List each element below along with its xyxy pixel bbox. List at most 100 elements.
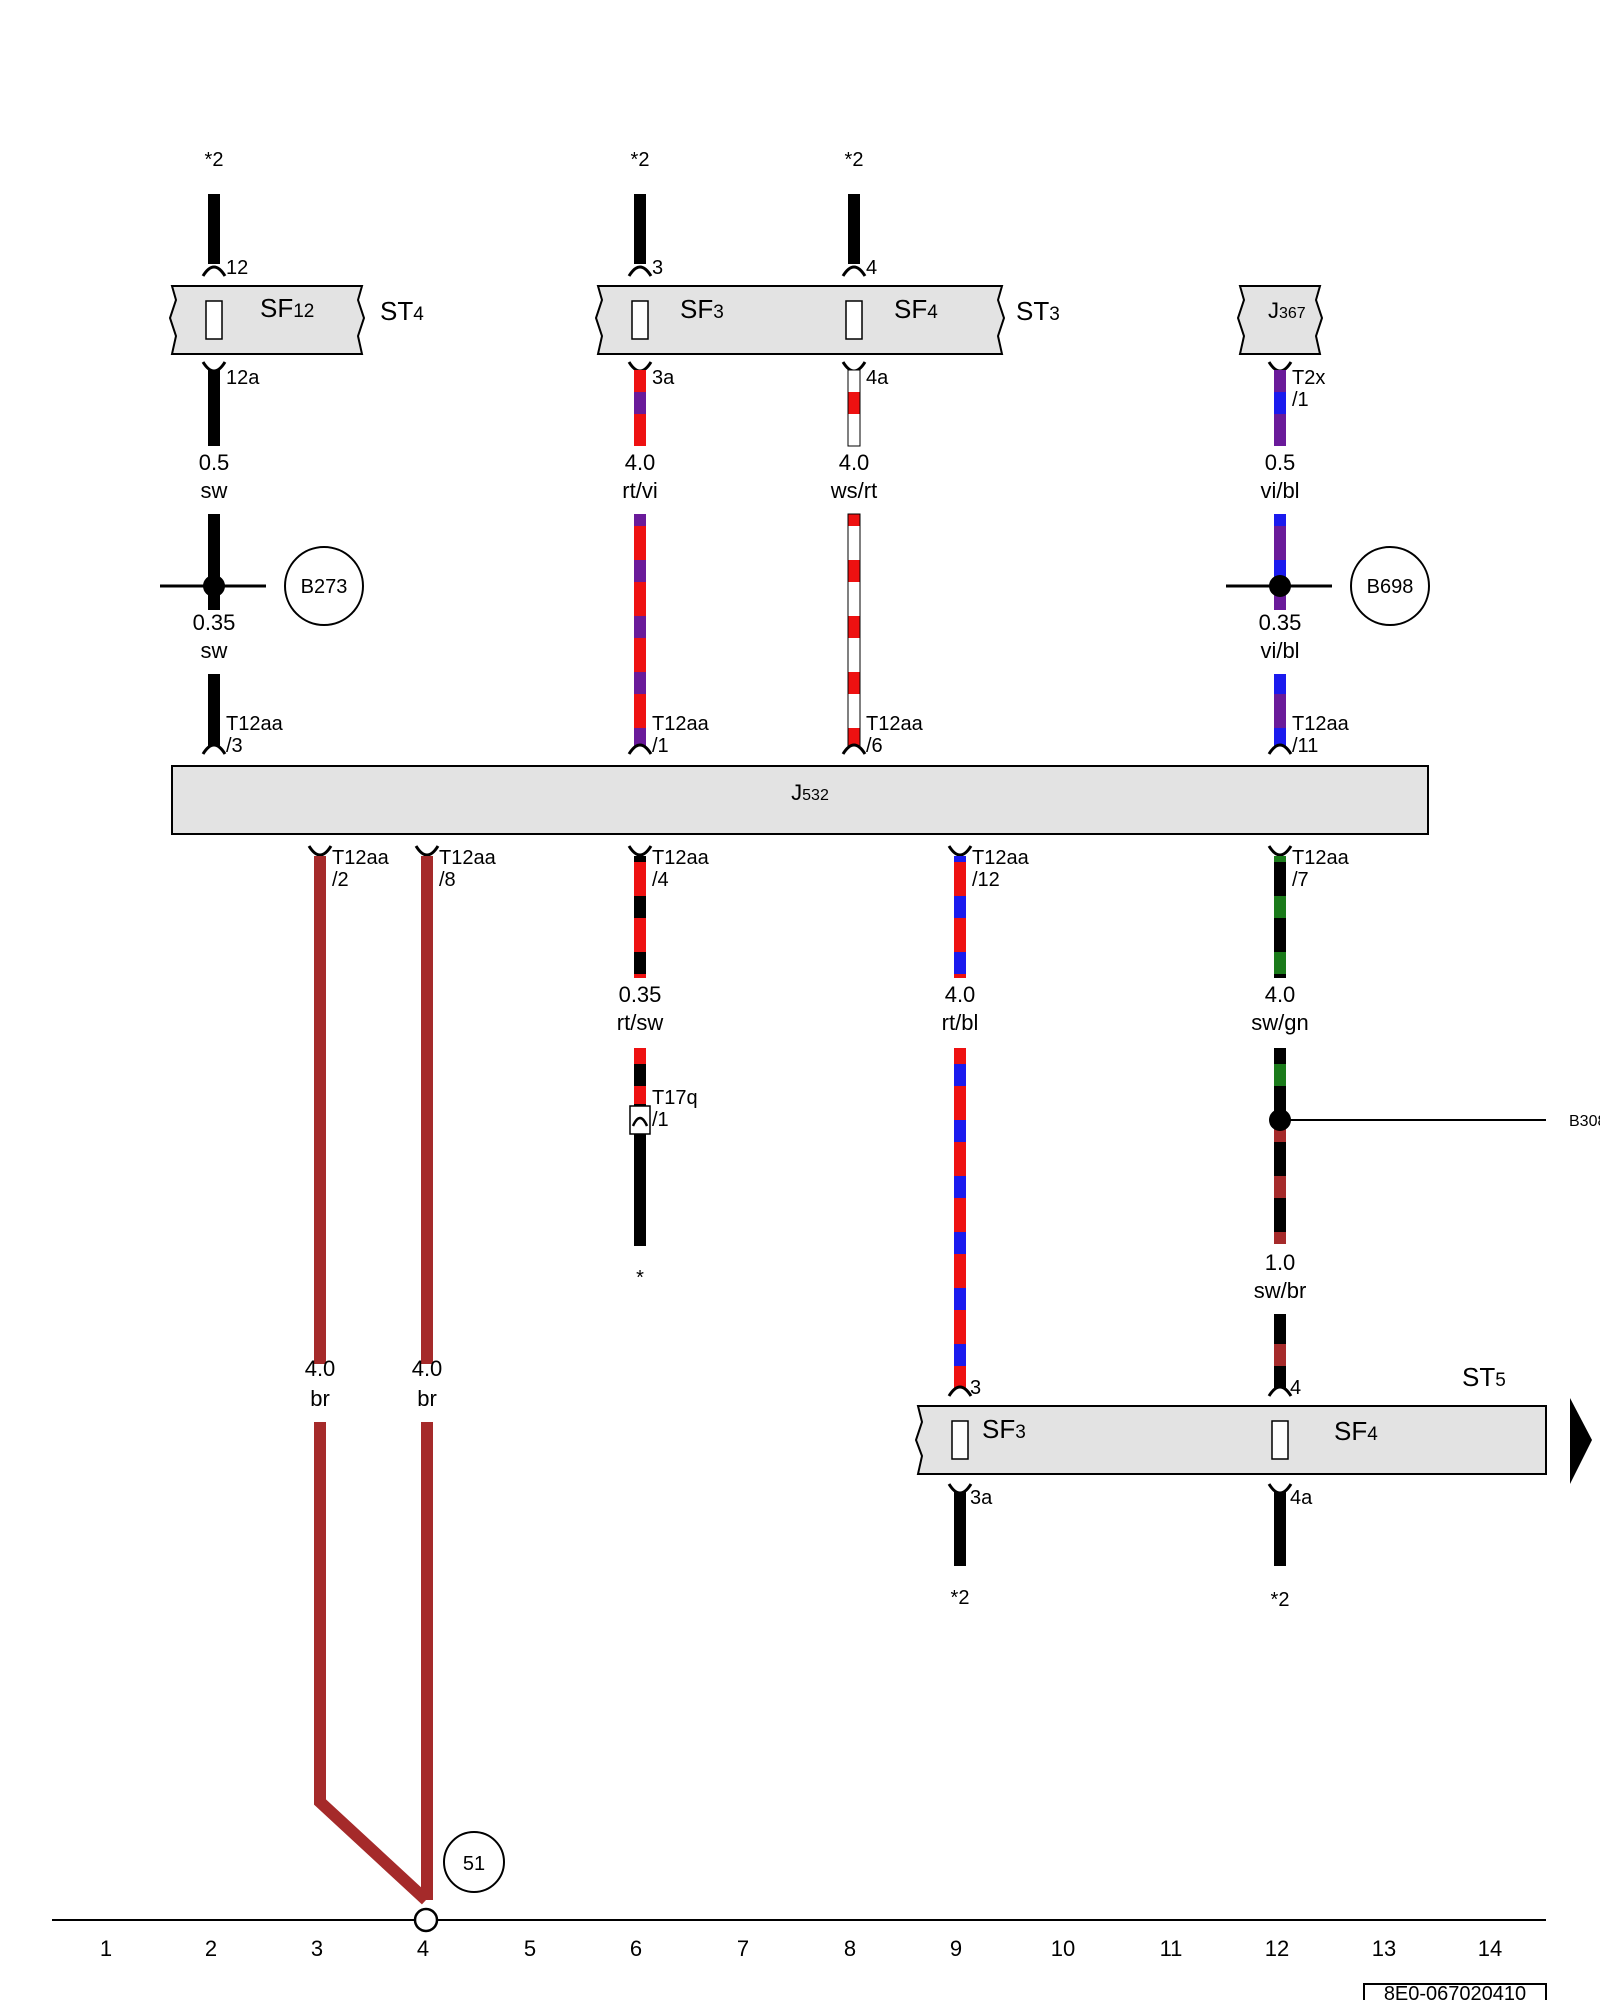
wire-w4-size: 0.5 bbox=[1265, 450, 1296, 475]
wire-w2-color: rt/vi bbox=[622, 478, 657, 503]
wire-o5-size: 4.0 bbox=[1265, 982, 1296, 1007]
wire-w3-size: 4.0 bbox=[839, 450, 870, 475]
fuse-sf3-symbol bbox=[631, 300, 649, 340]
wire-w1-seg1 bbox=[208, 370, 220, 446]
wire-o2-size: 4.0 bbox=[412, 1356, 443, 1381]
wire-o2-color: br bbox=[417, 1386, 437, 1411]
fuse-st5-sf3-label: SF3 bbox=[982, 1414, 1026, 1444]
wire-w1b-color: sw bbox=[201, 638, 228, 663]
wire-w4-seg1 bbox=[1274, 370, 1286, 446]
doc-code: 8E0-067020410 bbox=[1384, 1983, 1526, 2000]
pin-j-in-1: T12aa bbox=[226, 713, 284, 735]
grid-number: 4 bbox=[417, 1936, 429, 1961]
splice-b273-circle bbox=[284, 546, 364, 626]
wire-feed-w1 bbox=[208, 194, 220, 264]
wire-w3-seg1 bbox=[847, 369, 861, 447]
st4-label: ST4 bbox=[380, 296, 424, 326]
wire-o3-seg2 bbox=[634, 1048, 646, 1104]
wire-o1-color: br bbox=[310, 1386, 330, 1411]
ground-junction bbox=[413, 1907, 439, 1933]
pin-j-out-4-pin: /12 bbox=[972, 869, 1000, 891]
pin-j-out-3-pin: /4 bbox=[652, 869, 669, 891]
grid-numbers: 1 2 3 4 5 6 7 8 9 10 11 12 13 14 bbox=[100, 1936, 1502, 1961]
grid-number: 5 bbox=[524, 1936, 536, 1961]
fuse-sf4-label: SF4 bbox=[894, 294, 938, 324]
wire-w4-color: vi/bl bbox=[1260, 478, 1299, 503]
grid-number: 14 bbox=[1478, 1936, 1502, 1961]
continuation-arrow-icon bbox=[1570, 1398, 1592, 1484]
splice-b308-label: B308 bbox=[1569, 1113, 1600, 1130]
grid-number: 3 bbox=[311, 1936, 323, 1961]
wire-o5-color: sw/gn bbox=[1251, 1010, 1308, 1035]
wire-o5b-size: 1.0 bbox=[1265, 1250, 1296, 1275]
splice-b698-circle bbox=[1350, 546, 1430, 626]
wire-w2-size: 4.0 bbox=[625, 450, 656, 475]
st3-label: ST3 bbox=[1016, 296, 1060, 326]
j367-box bbox=[1236, 285, 1324, 355]
connector-arcs-top bbox=[201, 265, 867, 277]
pin-j-in-3-pin: /6 bbox=[866, 735, 883, 757]
fuse-st5-sf4-symbol bbox=[1271, 1420, 1289, 1460]
pin-t17q-pin: /1 bbox=[652, 1109, 669, 1131]
grid-number: 11 bbox=[1160, 1936, 1183, 1961]
ref-star: * bbox=[636, 1267, 644, 1289]
wire-w1-seg3 bbox=[208, 674, 220, 746]
doc-code-box bbox=[1363, 1983, 1547, 2000]
splice-b698-label: B698 bbox=[1367, 576, 1414, 598]
wire-o1-seg2 bbox=[314, 1422, 431, 1905]
connector-arcs-st5-bottom bbox=[947, 1483, 1293, 1495]
pin-w1-bot: 12a bbox=[226, 367, 260, 389]
wire-w2-seg2 bbox=[634, 514, 646, 746]
pin-st5-out-a: 3a bbox=[970, 1487, 993, 1509]
ground-point-label: 51 bbox=[463, 1853, 485, 1875]
wire-o3-seg3 bbox=[634, 1104, 646, 1246]
wire-feed-w3 bbox=[848, 194, 860, 264]
ref-bottom-b: *2 bbox=[1271, 1589, 1290, 1611]
fuse-st5-sf4-label: SF4 bbox=[1334, 1416, 1378, 1446]
pin-st5-in-a: 3 bbox=[970, 1377, 981, 1399]
pin-w1-top: 12 bbox=[226, 257, 248, 279]
wire-w4b-size: 0.35 bbox=[1259, 610, 1302, 635]
splice-b698-dot bbox=[1269, 575, 1291, 597]
grid-number: 12 bbox=[1265, 1936, 1289, 1961]
fuse-sf4-symbol bbox=[845, 300, 863, 340]
pin-j-out-2: T12aa bbox=[439, 847, 497, 869]
j532-box bbox=[171, 765, 1429, 835]
pin-w3-top: 4 bbox=[866, 257, 877, 279]
wire-w1-size: 0.5 bbox=[199, 450, 230, 475]
splice-b273-dot bbox=[203, 575, 225, 597]
pin-w2-top: 3 bbox=[652, 257, 663, 279]
pin-j-out-5-pin: /7 bbox=[1292, 869, 1309, 891]
pin-j-in-1-pin: /3 bbox=[226, 735, 243, 757]
wire-o2-seg1 bbox=[421, 856, 433, 1364]
pin-j-out-1: T12aa bbox=[332, 847, 390, 869]
grid-number: 8 bbox=[844, 1936, 856, 1961]
connector-t17q-arc bbox=[631, 1116, 649, 1127]
wire-w3-seg2 bbox=[847, 513, 861, 747]
wire-st5-out-a bbox=[954, 1492, 966, 1566]
splice-b273-label: B273 bbox=[301, 576, 348, 598]
pin-w4-conn: T2x bbox=[1292, 367, 1325, 389]
grid-number: 9 bbox=[950, 1936, 962, 1961]
pin-t17q: T17q bbox=[652, 1087, 698, 1109]
pin-w4-pin: /1 bbox=[1292, 389, 1309, 411]
connector-arcs-j532-bottom bbox=[307, 845, 1293, 857]
wire-o2-seg2 bbox=[421, 1422, 433, 1900]
wire-w1b-size: 0.35 bbox=[193, 610, 236, 635]
wire-o1-size: 4.0 bbox=[305, 1356, 336, 1381]
grid-number: 2 bbox=[205, 1936, 217, 1961]
grid-number: 10 bbox=[1051, 1936, 1075, 1961]
pin-j-in-2: T12aa bbox=[652, 713, 710, 735]
wire-o5b-seg1 bbox=[1274, 1120, 1286, 1244]
pin-j-in-3: T12aa bbox=[866, 713, 924, 735]
pin-j-in-4: T12aa bbox=[1292, 713, 1350, 735]
connector-t17q-box bbox=[629, 1105, 651, 1135]
wire-o4-seg1 bbox=[954, 856, 966, 978]
connector-arcs-st5-top bbox=[947, 1385, 1293, 1397]
top-ref-w1: *2 bbox=[205, 149, 224, 171]
wire-w1-color: sw bbox=[201, 478, 228, 503]
wire-o1-seg1 bbox=[314, 856, 326, 1364]
pin-j-out-2-pin: /8 bbox=[439, 869, 456, 891]
fuse-sf12-symbol bbox=[205, 300, 223, 340]
